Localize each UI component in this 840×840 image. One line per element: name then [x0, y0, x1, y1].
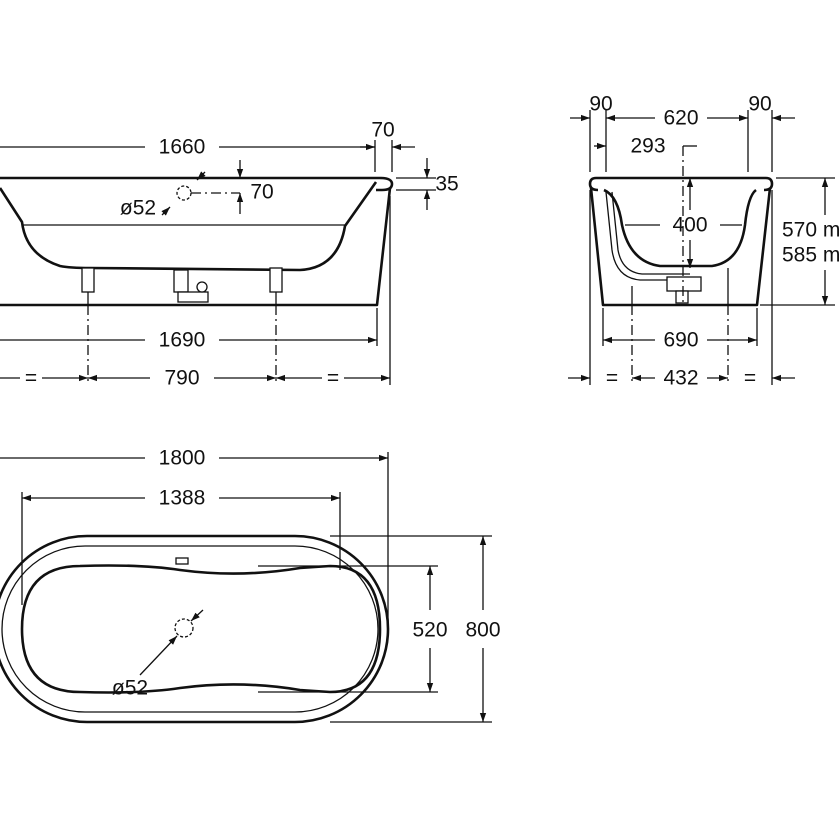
end-height-585: 585 m — [782, 244, 840, 267]
plan-drain-icon — [139, 609, 204, 676]
side-rim-height: 35 — [435, 173, 458, 196]
side-base-length: 1690 — [159, 329, 206, 352]
plan-overall-length: 1800 — [159, 447, 206, 470]
plan-basin — [20, 564, 382, 694]
end-equal-left: = — [606, 367, 618, 390]
plan-overflow — [175, 557, 189, 565]
side-bowl — [0, 181, 378, 272]
end-outer — [589, 187, 772, 307]
end-bowl — [603, 188, 757, 268]
plan-inner-rim — [1, 545, 379, 713]
side-waste-fitting — [173, 269, 209, 303]
end-overflow-offset: 293 — [630, 135, 665, 158]
side-overflow-offset: 70 — [250, 181, 273, 204]
side-skirt — [0, 187, 392, 307]
end-rim-left: 90 — [589, 93, 612, 116]
side-view: ø52 70 1660 70 35 1690 790 = — [0, 119, 459, 391]
end-drain-pipe — [605, 191, 690, 281]
plan-view: ø52 1800 1388 520 800 — [0, 447, 501, 724]
side-rim-top — [0, 176, 394, 192]
end-height-570: 570 m — [782, 219, 840, 242]
side-feet-spacing: 790 — [164, 367, 199, 390]
side-inner-length: 1660 — [159, 136, 206, 159]
side-equal-left: = — [25, 367, 37, 390]
end-feet-spacing: 432 — [663, 367, 698, 390]
plan-outer-rim — [0, 534, 390, 724]
side-foot-right — [269, 267, 283, 305]
plan-basin-width: 520 — [412, 619, 447, 642]
end-view: 90 620 90 293 400 570 m 585 m 690 432 = — [568, 93, 840, 391]
end-waste-fitting — [666, 276, 702, 304]
end-base-width: 690 — [663, 329, 698, 352]
side-overflow-icon — [161, 171, 240, 216]
plan-basin-length: 1388 — [159, 487, 206, 510]
side-foot-left — [81, 267, 95, 305]
side-rim-width: 70 — [371, 119, 394, 142]
plan-drain-diameter: ø52 — [112, 677, 148, 700]
end-inner-width: 620 — [663, 107, 698, 130]
end-rim — [588, 176, 774, 192]
side-equal-right: = — [327, 367, 339, 390]
end-equal-right: = — [744, 367, 756, 390]
side-overflow-diameter: ø52 — [120, 197, 156, 220]
end-rim-right: 90 — [748, 93, 771, 116]
plan-overall-width: 800 — [465, 619, 500, 642]
end-depth: 400 — [672, 214, 707, 237]
